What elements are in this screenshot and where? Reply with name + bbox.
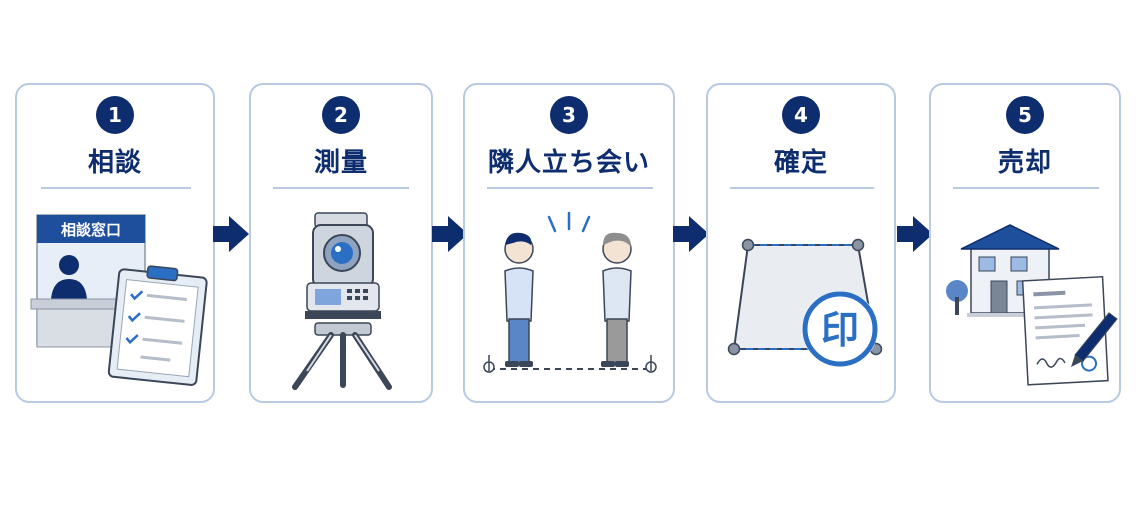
seal-text: 印 — [821, 308, 859, 352]
total-station-icon — [292, 212, 392, 390]
divider — [730, 187, 874, 189]
step-number-badge: 3 — [550, 96, 588, 134]
step-number-badge: 1 — [96, 96, 134, 134]
arrow-right-icon — [432, 214, 468, 258]
divider — [273, 187, 409, 189]
consultation-illustration: 相談窓口 — [30, 214, 208, 386]
arrow-right-icon — [673, 214, 709, 258]
step-title: 隣人立ち会い — [487, 148, 650, 178]
step-title: 確定 — [773, 148, 828, 178]
step-card-4: 4 確定 印 — [706, 83, 896, 403]
step-card-5: 5 売却 — [929, 83, 1121, 403]
step-number-badge: 5 — [1006, 96, 1044, 134]
person-left — [504, 232, 534, 367]
step-title: 売却 — [997, 148, 1052, 178]
arrow-right-icon — [213, 214, 249, 258]
boundary-confirmation-illustration: 印 — [727, 238, 883, 367]
pen-icon — [1071, 312, 1118, 367]
divider — [953, 187, 1099, 189]
contract-document-icon — [1021, 275, 1109, 386]
tree-icon — [946, 280, 968, 315]
clipboard-icon — [107, 265, 208, 386]
seal-stamp-icon: 印 — [802, 291, 878, 367]
step-card-2: 2 測量 — [249, 83, 433, 403]
person-right — [601, 232, 632, 367]
step-title: 相談 — [87, 148, 142, 178]
sale-contract-illustration — [946, 224, 1118, 386]
divider — [487, 187, 653, 189]
step-card-3: 3 隣人立ち会い — [463, 83, 675, 403]
step-number-badge: 2 — [322, 96, 360, 134]
step-card-1: 1 相談 相談窓口 — [15, 83, 215, 403]
divider — [41, 187, 191, 189]
arrow-right-icon — [897, 214, 933, 258]
step-number-badge: 4 — [782, 96, 820, 134]
counter-sign-text: 相談窓口 — [61, 221, 121, 239]
neighbor-meeting-illustration — [483, 211, 657, 373]
step-title: 測量 — [313, 148, 368, 178]
